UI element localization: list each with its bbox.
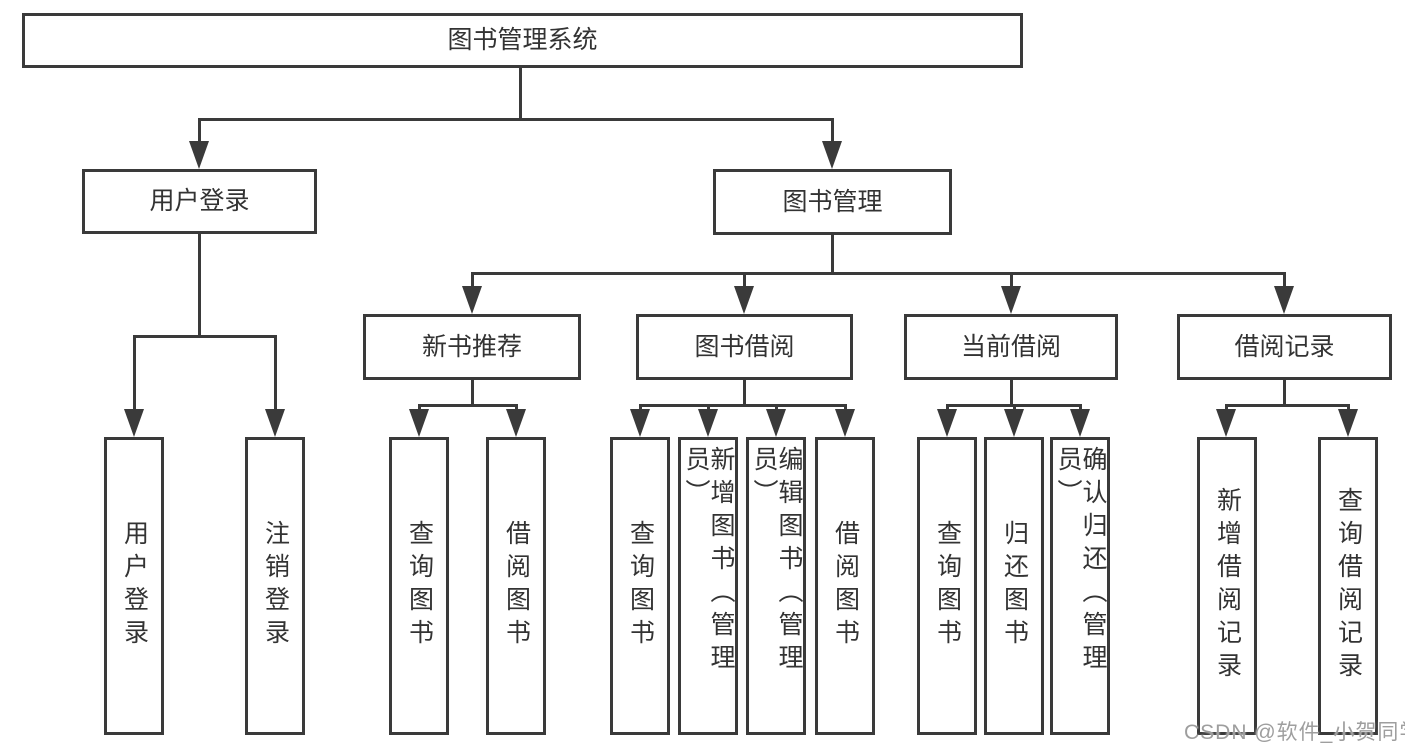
connector-login-drop xyxy=(198,118,201,144)
arrow-down-current-c2 xyxy=(1004,409,1024,437)
node-query-borrow-record: 查询借阅记录 xyxy=(1318,437,1378,735)
node-logout: 注销登录 xyxy=(245,437,305,735)
node-confirm-return-admin-label: 确认归还（管理员） xyxy=(1054,446,1107,677)
node-query-books-recommend-label: 查询图书 xyxy=(405,520,434,652)
node-borrowing-records: 借阅记录 xyxy=(1177,314,1392,380)
node-new-book-recommendation-label: 新书推荐 xyxy=(421,332,522,361)
node-query-books-recommend: 查询图书 xyxy=(389,437,449,735)
node-add-book-admin: 新增图书（管理员） xyxy=(678,437,738,735)
arrow-down-userlogin xyxy=(124,409,144,437)
node-user-login-group: 用户登录 xyxy=(82,169,317,234)
node-add-book-admin-label: 新增图书（管理员） xyxy=(682,446,735,677)
node-current-borrowing: 当前借阅 xyxy=(904,314,1118,380)
node-user-login-group-label: 用户登录 xyxy=(149,187,250,215)
arrow-down-borrow-c3 xyxy=(766,409,786,437)
arrow-down-borrow xyxy=(734,286,754,314)
arrow-down-borrow-c2 xyxy=(698,409,718,437)
connector-mgmt-drop xyxy=(831,118,834,144)
connector-login-rail xyxy=(133,335,277,338)
connector-records-drop xyxy=(1283,272,1286,290)
connector-recommend-drop xyxy=(471,272,474,290)
arrow-down-current-c3 xyxy=(1070,409,1090,437)
arrow-down-current xyxy=(1001,286,1021,314)
node-add-borrow-record: 新增借阅记录 xyxy=(1197,437,1257,735)
node-query-books-current: 查询图书 xyxy=(917,437,977,735)
csdn-watermark: CSDN @软件_小贺同学 xyxy=(1184,721,1405,744)
arrow-down-records xyxy=(1274,286,1294,314)
arrow-down-borrow-c1 xyxy=(630,409,650,437)
arrow-down-recommend-c2 xyxy=(506,409,526,437)
arrow-down-records-c1 xyxy=(1216,409,1236,437)
node-query-books-borrow: 查询图书 xyxy=(610,437,670,735)
node-query-borrow-record-label: 查询借阅记录 xyxy=(1334,487,1363,685)
node-user-login: 用户登录 xyxy=(104,437,164,735)
arrow-down-records-c2 xyxy=(1338,409,1358,437)
connector-level2-rail xyxy=(198,118,834,121)
node-book-management: 图书管理 xyxy=(713,169,952,235)
node-borrow-books-borrow: 借阅图书 xyxy=(815,437,875,735)
arrow-down-logout xyxy=(265,409,285,437)
arrow-down-mgmt xyxy=(822,141,842,169)
connector-records-rail xyxy=(1225,404,1350,407)
node-borrowing-records-label: 借阅记录 xyxy=(1234,332,1335,361)
connector-borrow-rail xyxy=(639,404,847,407)
connector-current-stem xyxy=(1010,379,1013,406)
connector-borrow-stem xyxy=(743,379,746,406)
node-query-books-current-label: 查询图书 xyxy=(933,520,962,652)
connector-borrow-drop xyxy=(743,272,746,290)
arrow-down-borrow-c4 xyxy=(835,409,855,437)
arrow-down-recommend-c1 xyxy=(409,409,429,437)
node-borrow-books-recommend: 借阅图书 xyxy=(486,437,546,735)
node-user-login-label: 用户登录 xyxy=(120,520,149,652)
node-borrow-books-recommend-label: 借阅图书 xyxy=(502,520,531,652)
connector-mgmt-stem xyxy=(831,234,834,274)
connector-recommend-rail xyxy=(418,404,518,407)
node-return-book: 归还图书 xyxy=(984,437,1044,735)
node-edit-book-admin-label: 编辑图书（管理员） xyxy=(750,446,803,677)
connector-userlogin-drop xyxy=(133,335,136,411)
connector-login-stem xyxy=(198,233,201,337)
connector-current-drop xyxy=(1010,272,1013,290)
node-logout-label: 注销登录 xyxy=(261,520,290,652)
node-book-management-label: 图书管理 xyxy=(782,187,883,216)
arrow-down-recommend xyxy=(462,286,482,314)
node-return-book-label: 归还图书 xyxy=(1000,520,1029,652)
connector-level3-rail xyxy=(471,272,1285,275)
arrow-down-current-c1 xyxy=(937,409,957,437)
node-library-system-label: 图书管理系统 xyxy=(447,26,598,54)
node-book-borrowing: 图书借阅 xyxy=(636,314,853,380)
node-query-books-borrow-label: 查询图书 xyxy=(626,520,655,652)
node-add-borrow-record-label: 新增借阅记录 xyxy=(1213,487,1242,685)
node-borrow-books-borrow-label: 借阅图书 xyxy=(831,520,860,652)
node-confirm-return-admin: 确认归还（管理员） xyxy=(1050,437,1110,735)
node-book-borrowing-label: 图书借阅 xyxy=(694,332,795,361)
node-library-system: 图书管理系统 xyxy=(22,13,1023,68)
connector-root-stem xyxy=(519,68,522,120)
arrow-down-login xyxy=(189,141,209,169)
node-new-book-recommendation: 新书推荐 xyxy=(363,314,581,380)
connector-recommend-stem xyxy=(471,379,474,406)
connector-logout-drop xyxy=(274,335,277,411)
node-edit-book-admin: 编辑图书（管理员） xyxy=(746,437,806,735)
node-current-borrowing-label: 当前借阅 xyxy=(960,332,1061,361)
connector-records-stem xyxy=(1283,379,1286,406)
